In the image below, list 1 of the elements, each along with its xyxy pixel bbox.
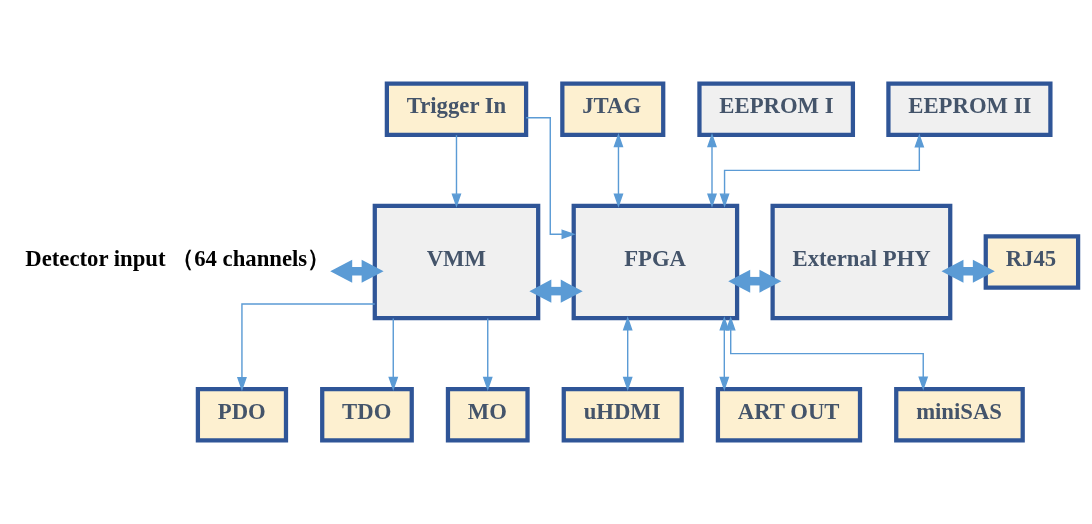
node-text: Detector input （64 channels） (25, 245, 331, 271)
